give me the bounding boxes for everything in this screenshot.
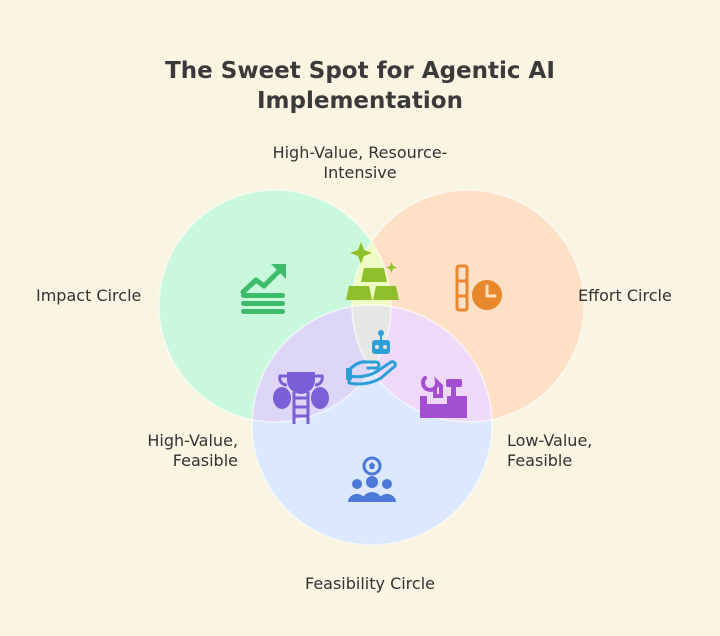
checklist-clock-icon <box>455 264 502 312</box>
toolbox-icon <box>420 376 467 418</box>
label-high-value-resource-intensive: High-Value, Resource- Intensive <box>200 143 520 183</box>
label-lvf-line-1: Low-Value, <box>507 431 593 450</box>
label-hvf-line-1: High-Value, <box>147 431 238 450</box>
diagram-title: The Sweet Spot for Agentic AI Implementa… <box>0 56 720 116</box>
title-line-2: Implementation <box>257 88 463 114</box>
label-high-value-feasible: High-Value, Feasible <box>100 431 238 471</box>
label-top-line-1: High-Value, Resource- <box>272 143 448 162</box>
team-ball-icon <box>348 456 396 502</box>
robot-hand-icon <box>346 330 397 386</box>
label-low-value-feasible: Low-Value, Feasible <box>507 431 592 471</box>
gold-bars-sparkle-icon <box>346 242 399 300</box>
trophy-ladder-icon <box>273 372 329 424</box>
label-hvf-line-2: Feasible <box>172 451 238 470</box>
label-top-line-2: Intensive <box>323 163 397 182</box>
effort-feasibility-overlap <box>352 305 492 422</box>
title-line-1: The Sweet Spot for Agentic AI <box>165 58 555 84</box>
label-impact-circle: Impact Circle <box>36 286 142 305</box>
label-lvf-line-2: Feasible <box>507 451 573 470</box>
trending-up-icon <box>240 264 286 314</box>
label-feasibility-circle: Feasibility Circle <box>304 574 435 593</box>
impact-feasibility-overlap <box>252 305 391 422</box>
label-effort-circle: Effort Circle <box>578 286 672 305</box>
